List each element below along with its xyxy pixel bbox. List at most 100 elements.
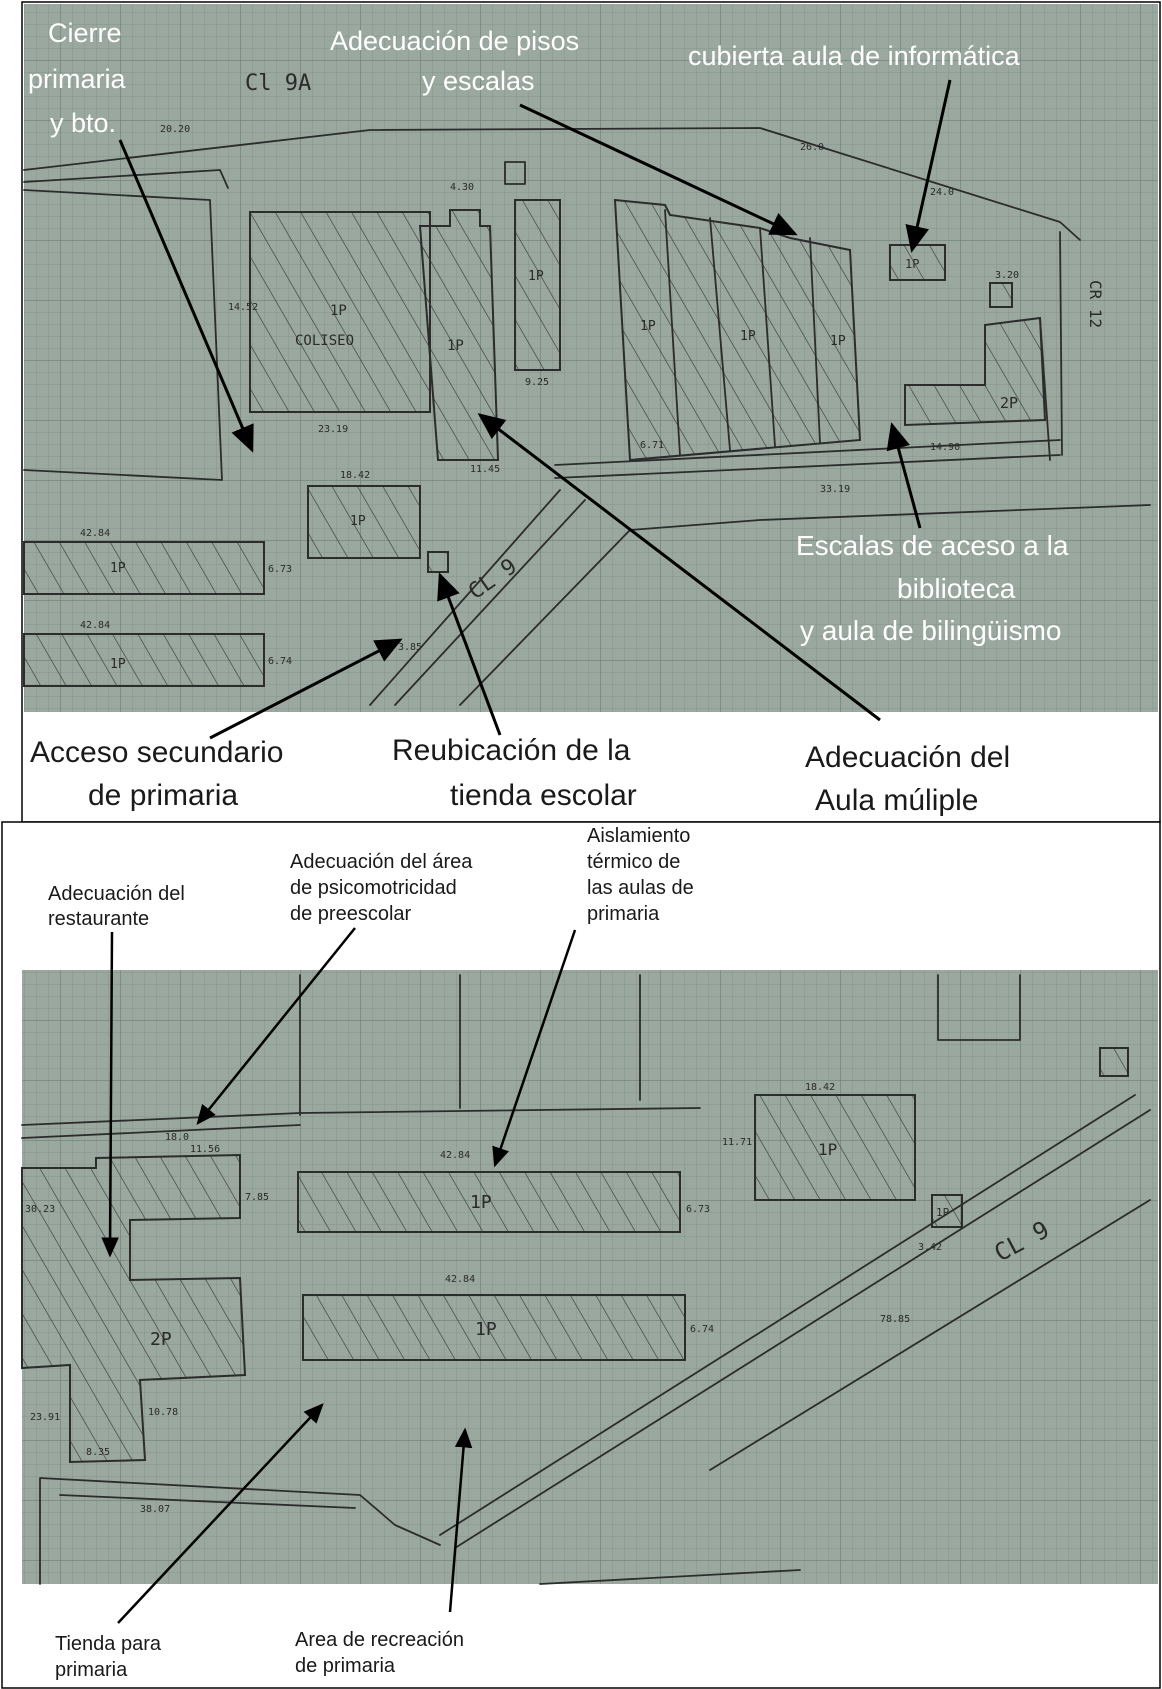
bottom-arrows	[101, 927, 577, 1624]
arrow-pisos	[519, 103, 798, 236]
strip-lower-1p-label: 1P	[110, 657, 126, 672]
restaurant-building	[21, 1153, 247, 1464]
dim-label: 78.85	[880, 1314, 910, 1325]
classroom-block-a-1p-label: 1P	[528, 269, 544, 284]
label-area-line1: Area de recreación	[295, 1629, 464, 1651]
boundary-line	[23, 127, 1081, 241]
divider-2	[709, 217, 731, 451]
divider-1	[664, 209, 681, 456]
arrow-reubicacion	[437, 572, 502, 736]
dim-label: 7.85	[245, 1192, 269, 1203]
restaurant-2p-label: 2P	[150, 1329, 172, 1350]
dim-label: 11.45	[470, 464, 500, 475]
left-building-outline	[23, 189, 223, 481]
top-panel: COLISEO 1P 1P 1P 1P 1P 1P 1P 2P	[21, 1, 1161, 823]
classroom-block-a	[514, 199, 561, 371]
aula-multiple-1p-label: 1P	[447, 338, 464, 354]
diagonal-road	[369, 489, 586, 706]
label-cierre-line2: primaria	[28, 64, 127, 94]
dim-label: 10.78	[148, 1407, 178, 1418]
cr-label: CR 12	[1086, 280, 1105, 328]
divider-3	[759, 227, 776, 447]
label-aislamiento-line3: las aulas de	[587, 877, 694, 899]
computer-room-1p-label: 1P	[905, 257, 919, 271]
label-aislamiento-line1: Aislamiento	[587, 825, 690, 847]
arrow-escalas	[886, 422, 922, 529]
boundary-bottom-left	[39, 1477, 441, 1585]
label-psico-line3: de preescolar	[290, 903, 412, 925]
dim-label: 33.19	[820, 484, 850, 495]
tower-outline	[504, 161, 526, 185]
dim-label: 14.90	[930, 442, 960, 453]
dim-label: 8.35	[86, 1447, 110, 1458]
label-adecuacion-aula-line1: Adecuación del	[805, 741, 1010, 774]
strip-upper-1p-label: 1P	[110, 561, 126, 576]
dim-label: 30.23	[25, 1204, 55, 1215]
dim-label: 42.84	[80, 528, 110, 539]
coliseo-building	[249, 211, 431, 413]
label-cierre-line3: y bto.	[50, 108, 116, 138]
cl-label: Cl 9A	[245, 71, 311, 96]
top-caption-labels: Acceso secundario de primaria Reubicació…	[30, 734, 1010, 817]
arrow-restaurante	[101, 931, 119, 1258]
arrow-psico	[196, 927, 356, 1125]
top-overlay-labels: Cierre primaria y bto. Adecuación de pis…	[28, 18, 1069, 646]
dim-label: 4.30	[450, 182, 474, 193]
strip-upper-1p: 1P	[470, 1192, 492, 1213]
east-boundary	[1039, 231, 1063, 461]
dim-label: 14.52	[228, 302, 258, 313]
divider-4	[809, 237, 821, 444]
arrow-area	[448, 1427, 473, 1613]
dim-label: 6.71	[640, 440, 664, 451]
arrow-aula-multiple	[477, 413, 881, 722]
classroom-strip-lower	[23, 633, 265, 687]
small-unit	[989, 282, 1013, 308]
label-tienda-line1: Tienda para	[55, 1633, 162, 1655]
dim-label: 20.20	[160, 124, 190, 135]
diagonal-road-outer	[459, 504, 1151, 706]
label-cubierta: cubierta aula de informática	[688, 41, 1021, 71]
bottom-caption-labels: Adecuación del restaurante Adecuación de…	[48, 825, 694, 1681]
dim-label: 3.85	[398, 642, 422, 653]
block-1p-label-a: 1P	[640, 319, 656, 334]
dim-label: 23.19	[318, 424, 348, 435]
primary-strip-lower	[302, 1294, 686, 1361]
dim-label: 3.20	[995, 270, 1019, 281]
dim-label: 9.25	[525, 377, 549, 388]
block-18-42-bottom	[754, 1094, 916, 1201]
coliseo-label: COLISEO	[295, 333, 354, 349]
arrow-cubierta	[905, 79, 952, 253]
boundary-bottom-right	[539, 1569, 801, 1585]
dim-label: 42.84	[445, 1274, 475, 1285]
diagonal-road-bottom-a	[439, 1094, 1151, 1549]
label-acceso-line2: de primaria	[88, 779, 238, 812]
label-adecuacion-aula-line2: Aula múliple	[815, 784, 978, 817]
dim-label: 6.73	[686, 1204, 710, 1215]
block-18-42	[307, 485, 421, 559]
label-aislamiento-line4: primaria	[587, 903, 660, 925]
library-2p-label: 2P	[1000, 394, 1018, 412]
label-reubicacion-line2: tienda escolar	[450, 779, 637, 812]
label-tienda-line2: primaria	[55, 1659, 128, 1681]
primary-strip-upper	[297, 1171, 681, 1233]
aula-multiple-building	[418, 209, 500, 461]
label-escalas-line3: y aula de bilingüismo	[800, 615, 1062, 646]
label-psico-line2: de psicomotricidad	[290, 877, 457, 899]
classroom-strip-upper	[23, 541, 265, 595]
unit-far-right	[1099, 1047, 1129, 1077]
label-pisos-line1: Adecuación de pisos	[330, 26, 579, 56]
dim-label: 3.42	[918, 1242, 942, 1253]
label-restaurante-line1: Adecuación del	[48, 883, 185, 905]
dim-label: 18.42	[340, 470, 370, 481]
block-18-42-1p-label: 1P	[350, 514, 366, 529]
bottom-grid-lines	[22, 970, 1158, 1584]
dim-label: 6.73	[268, 564, 292, 575]
block-1p-label-c: 1P	[830, 334, 846, 349]
dim-label: 11.71	[722, 1137, 752, 1148]
label-cierre-line1: Cierre	[48, 18, 122, 48]
label-escalas-line1: Escalas de aceso a la	[796, 530, 1069, 561]
bottom-panel: 2P 1P 1P 1P 1P CL 9 18.0 11.56 42.84 42.…	[1, 821, 1161, 1689]
label-aislamiento-line2: térmico de	[587, 851, 680, 873]
top-arrows	[118, 79, 952, 740]
